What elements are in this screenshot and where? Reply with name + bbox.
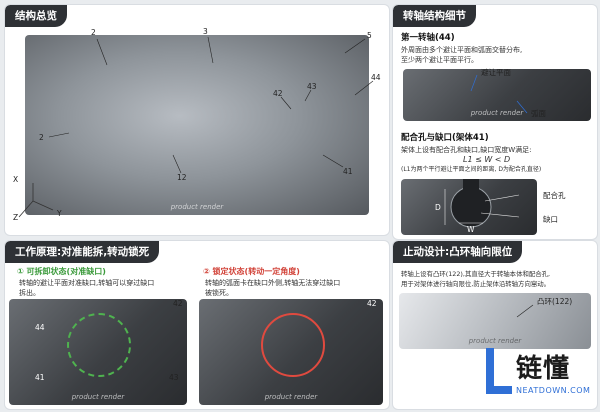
callout-41: 41 [343,167,353,176]
state-1-render: product render [9,299,187,405]
callout-12: 12 [177,173,187,182]
hole-notch-render: D W [401,179,537,235]
principle-callout-42-left: 42 [173,299,183,308]
callout-44: 44 [371,73,381,82]
hole-notch-formula: L1 ≤ W < D [463,155,511,164]
dimension-w-label: W [467,225,475,234]
brand-watermark: 链懂 NEATDOWN.COM [486,346,596,404]
principle-title: 工作原理:对准能拆,转动锁死 [5,241,160,263]
state-2-desc-line-1: 转轴的弧面卡在缺口外侧,转轴无法穿过缺口 [205,279,341,287]
principle-callout-41: 41 [35,373,45,382]
arc-face-label: 弧面 [531,109,546,118]
shaft-desc-line-1: 外周面由多个避让平面和弧面交替分布, [401,46,523,54]
shaft-render: product render [403,69,591,121]
overview-title: 结构总览 [5,5,67,27]
callout-2-top: 2 [91,28,96,37]
state-1-placeholder-note: product render [71,393,125,401]
hole-notch-note: (L1为两个平行避让平面之间的距离, D为配合孔直径) [401,166,542,173]
state-1-desc-line-2: 拆出。 [19,289,40,297]
principle-callout-44: 44 [35,323,45,332]
state-1-desc-line-1: 转轴的避让平面对准缺口,转轴可以穿过缺口 [19,279,155,287]
shaft-placeholder-note: product render [470,109,524,117]
stop-design-panel: 止动设计:凸环轴向限位 转轴上设有凸环(122),其直径大于转轴本体和配合孔, … [392,240,598,410]
brand-logo-icon [486,348,512,394]
callout-42: 42 [273,89,283,98]
mating-hole-label: 配合孔 [543,191,566,200]
render-placeholder-note: product render [170,203,224,211]
stop-desc-line-2: 用于对架体进行轴向限位,防止架体沿转轴方向窜动。 [401,280,551,288]
notch-label: 缺口 [543,215,558,224]
principle-callout-43: 43 [169,373,179,382]
folding-glasses-render: product render [25,35,369,215]
principle-panel: 工作原理:对准能拆,转动锁死 ① 可拆卸状态(对准缺口) 转轴的避让平面对准缺口… [4,240,390,410]
shaft-detail-title: 转轴结构细节 [393,5,476,27]
ring-placeholder-note: product render [468,337,522,345]
callout-2-left: 2 [39,133,44,142]
dimension-d-label: D [435,203,441,212]
state-1-highlight-ring [67,313,131,377]
callout-43: 43 [307,82,317,91]
protruding-ring-label: 凸环(122) [537,297,573,306]
shaft-subtitle: 第一转轴(44) [401,33,455,43]
callout-3: 3 [203,27,208,36]
principle-callout-42-right: 42 [367,299,377,308]
state-2-desc-line-2: 被锁死。 [205,289,233,297]
brand-name: 链懂 [516,354,571,384]
state-1-title: ① 可拆卸状态(对准缺口) [17,267,106,276]
axis-z-label: Z [13,213,19,222]
axis-x-label: X [13,175,19,184]
state-2-title: ② 锁定状态(转动一定角度) [203,267,300,276]
stop-design-title: 止动设计:凸环轴向限位 [393,241,523,263]
hole-notch-sketch [444,179,520,228]
flat-face-label: 避让平面 [481,68,511,77]
overview-panel: 结构总览 product render 2 3 5 2 42 43 44 12 … [4,4,390,236]
stop-desc-line-1: 转轴上设有凸环(122),其直径大于转轴本体和配合孔, [401,270,551,278]
brand-url: NEATDOWN.COM [516,386,591,395]
hole-notch-title: 配合孔与缺口(架体41) [401,133,489,143]
state-2-placeholder-note: product render [264,393,318,401]
shaft-desc-line-2: 至少两个避让平面平行。 [401,56,478,64]
shaft-detail-panel: 转轴结构细节 第一转轴(44) 外周面由多个避让平面和弧面交替分布, 至少两个避… [392,4,598,240]
protruding-ring-render: product render [399,293,591,349]
callout-5: 5 [367,31,372,40]
hole-notch-desc: 架体上设有配合孔和缺口,缺口宽度W满足: [401,146,532,154]
axis-y-label: Y [57,209,62,218]
state-2-highlight-ring [261,313,325,377]
state-2-render: product render [199,299,383,405]
